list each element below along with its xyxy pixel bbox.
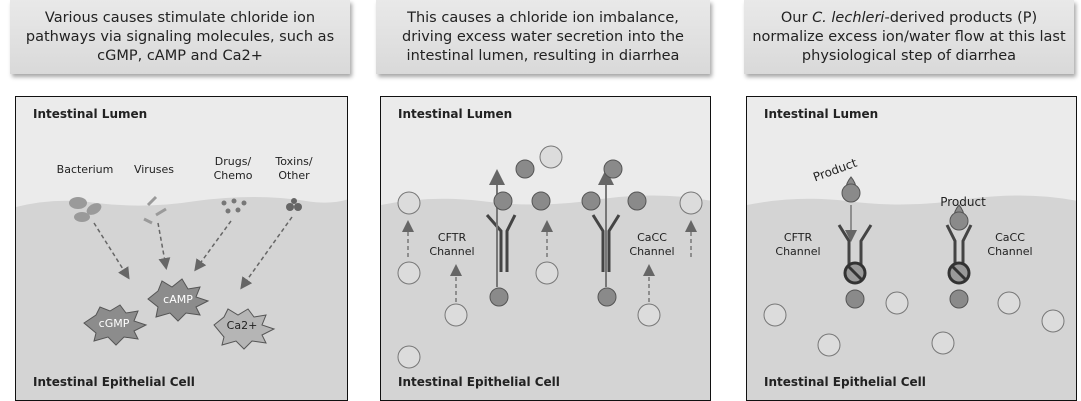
water-drop-7 [638,304,660,326]
product-dot-cacc [950,212,968,230]
panel-imbalance: Intestinal Lumen CFTR Channel CaCC Chann… [380,96,711,401]
product-label-cacc: Product [933,195,993,209]
cell-region [747,195,1077,401]
header-products: Our C. lechleri-derived products (P) nor… [744,0,1074,74]
cell-label: Intestinal Epithelial Cell [764,375,926,389]
cftr-label: CFTR Channel [427,231,477,259]
header-causes: Various causes stimulate chloride ion pa… [10,0,350,74]
ion-1 [516,160,534,178]
panel-causes: Intestinal Lumen Bacterium Viruses Drugs… [15,96,348,401]
header-causes-text: Various causes stimulate chloride ion pa… [16,9,344,66]
cause-label-drugs: Drugs/ Chemo [210,155,256,183]
cause-label-bacterium: Bacterium [50,163,120,177]
cause-label-viruses: Viruses [124,163,184,177]
header-imbalance-text: This causes a chloride ion imbalance, dr… [382,9,704,66]
water-drop-4 [398,262,420,284]
water-drop-5 [536,262,558,284]
product-dot-cftr [842,184,860,202]
panel-products: Intestinal Lumen Product Product CFTR Ch… [746,96,1077,401]
cause-label-toxins: Toxins/ Other [270,155,318,183]
cell-label: Intestinal Epithelial Cell [33,375,195,389]
messenger-ca: Ca2+ [222,319,262,333]
water-drop-2 [398,192,420,214]
water-drop-2 [818,334,840,356]
lumen-label: Intestinal Lumen [398,107,512,121]
ion-4 [604,160,622,178]
ion-5 [582,192,600,210]
water-drop-3 [886,292,908,314]
cftr-label: CFTR Channel [773,231,823,259]
header-imbalance: This causes a chloride ion imbalance, dr… [376,0,710,74]
ion-6 [628,192,646,210]
header-products-text: Our C. lechleri-derived products (P) nor… [750,9,1068,66]
cell-label: Intestinal Epithelial Cell [398,375,560,389]
lumen-label: Intestinal Lumen [33,107,147,121]
water-drop-5 [998,292,1020,314]
water-drop-1 [540,146,562,168]
ion-cacc [950,290,968,308]
messenger-camp: cAMP [158,293,198,307]
ion-2 [494,192,512,210]
ion-3 [532,192,550,210]
cacc-label: CaCC Channel [625,231,679,259]
water-drop-3 [680,192,702,214]
cacc-label: CaCC Channel [983,231,1037,259]
water-drop-6 [1042,310,1064,332]
panel-causes-illustration [16,97,348,401]
ion-8 [598,288,616,306]
ion-7 [490,288,508,306]
water-drop-1 [764,304,786,326]
cell-region [381,195,711,401]
water-drop-8 [398,346,420,368]
messenger-cgmp: cGMP [94,317,134,331]
water-drop-4 [932,332,954,354]
ion-cftr [846,290,864,308]
lumen-label: Intestinal Lumen [764,107,878,121]
water-drop-6 [445,304,467,326]
